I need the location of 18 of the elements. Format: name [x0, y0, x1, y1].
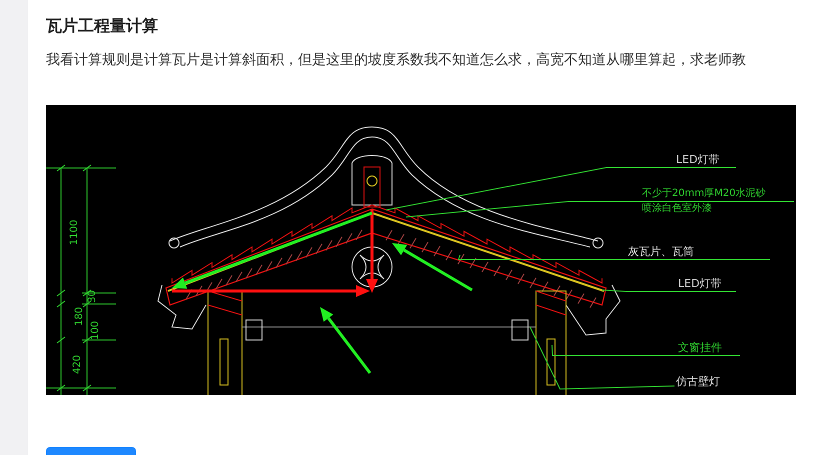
callout-label: LED灯带	[626, 277, 736, 292]
callout-label: LED灯带	[606, 153, 736, 168]
leader-line	[458, 254, 460, 260]
dimension-label: 420	[72, 354, 84, 374]
leader-line	[530, 326, 675, 390]
callout-label: 灰瓦片、瓦筒	[458, 245, 770, 260]
page-title: 瓦片工程量计算	[46, 16, 158, 37]
callout-label: 文窗挂件	[552, 341, 740, 356]
leader-line	[386, 167, 607, 210]
leader-line	[602, 290, 627, 292]
leader-line	[552, 344, 553, 356]
dimension-label: 1100	[69, 220, 80, 246]
leader-line	[406, 201, 569, 218]
callout-label: 不少于20mm厚M20水泥砂 喷涂白色室外漆	[568, 187, 794, 216]
dimension-label: 100	[90, 320, 102, 340]
question-text: 我看计算规则是计算瓦片是计算斜面积，但是这里的坡度系数我不知道怎么求，高宽不知道从哪里算起，求老师教	[46, 51, 747, 70]
callout-label: 仿古壁灯	[674, 375, 738, 389]
dimension-label: 180	[74, 306, 86, 326]
